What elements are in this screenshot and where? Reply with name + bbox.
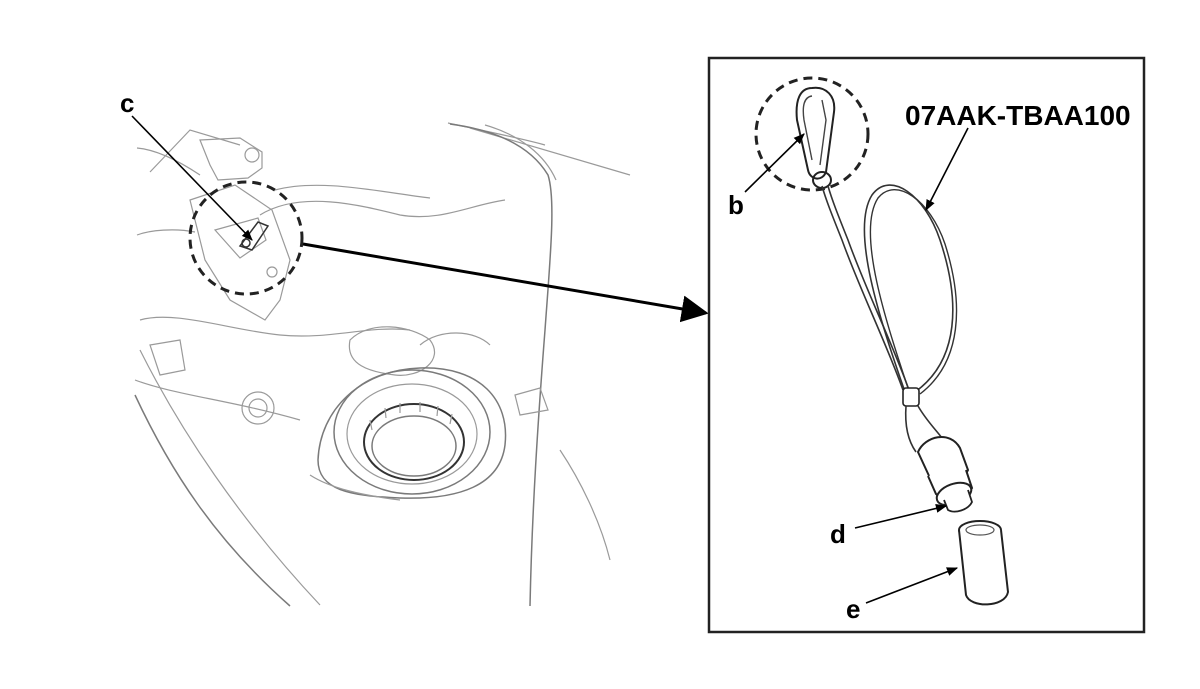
tool-number-leader: [925, 127, 969, 211]
callout-d-leader: [854, 504, 948, 529]
callout-d-label: d: [830, 519, 846, 549]
hook-mount-detail: [238, 221, 270, 251]
callout-b-leader: [744, 133, 805, 193]
callout-e-leader: [865, 567, 959, 604]
callout-c-leader: [131, 115, 253, 241]
plug-connector: [916, 436, 974, 513]
callout-e-label: e: [846, 594, 860, 624]
protective-cap: [958, 520, 1010, 606]
callout-c-label: c: [120, 88, 134, 118]
detail-highlight-circle-c: [188, 180, 304, 296]
tool-number-label: 07AAK-TBAA100: [905, 100, 1131, 131]
detail-highlight-circle-b: [754, 76, 870, 192]
wire-lanyard: [821, 184, 958, 453]
callout-b-label: b: [728, 190, 744, 220]
detail-pointer-arrow: [302, 242, 709, 323]
vehicle-body-drawing: [134, 122, 631, 607]
detail-box: [707, 56, 1146, 634]
